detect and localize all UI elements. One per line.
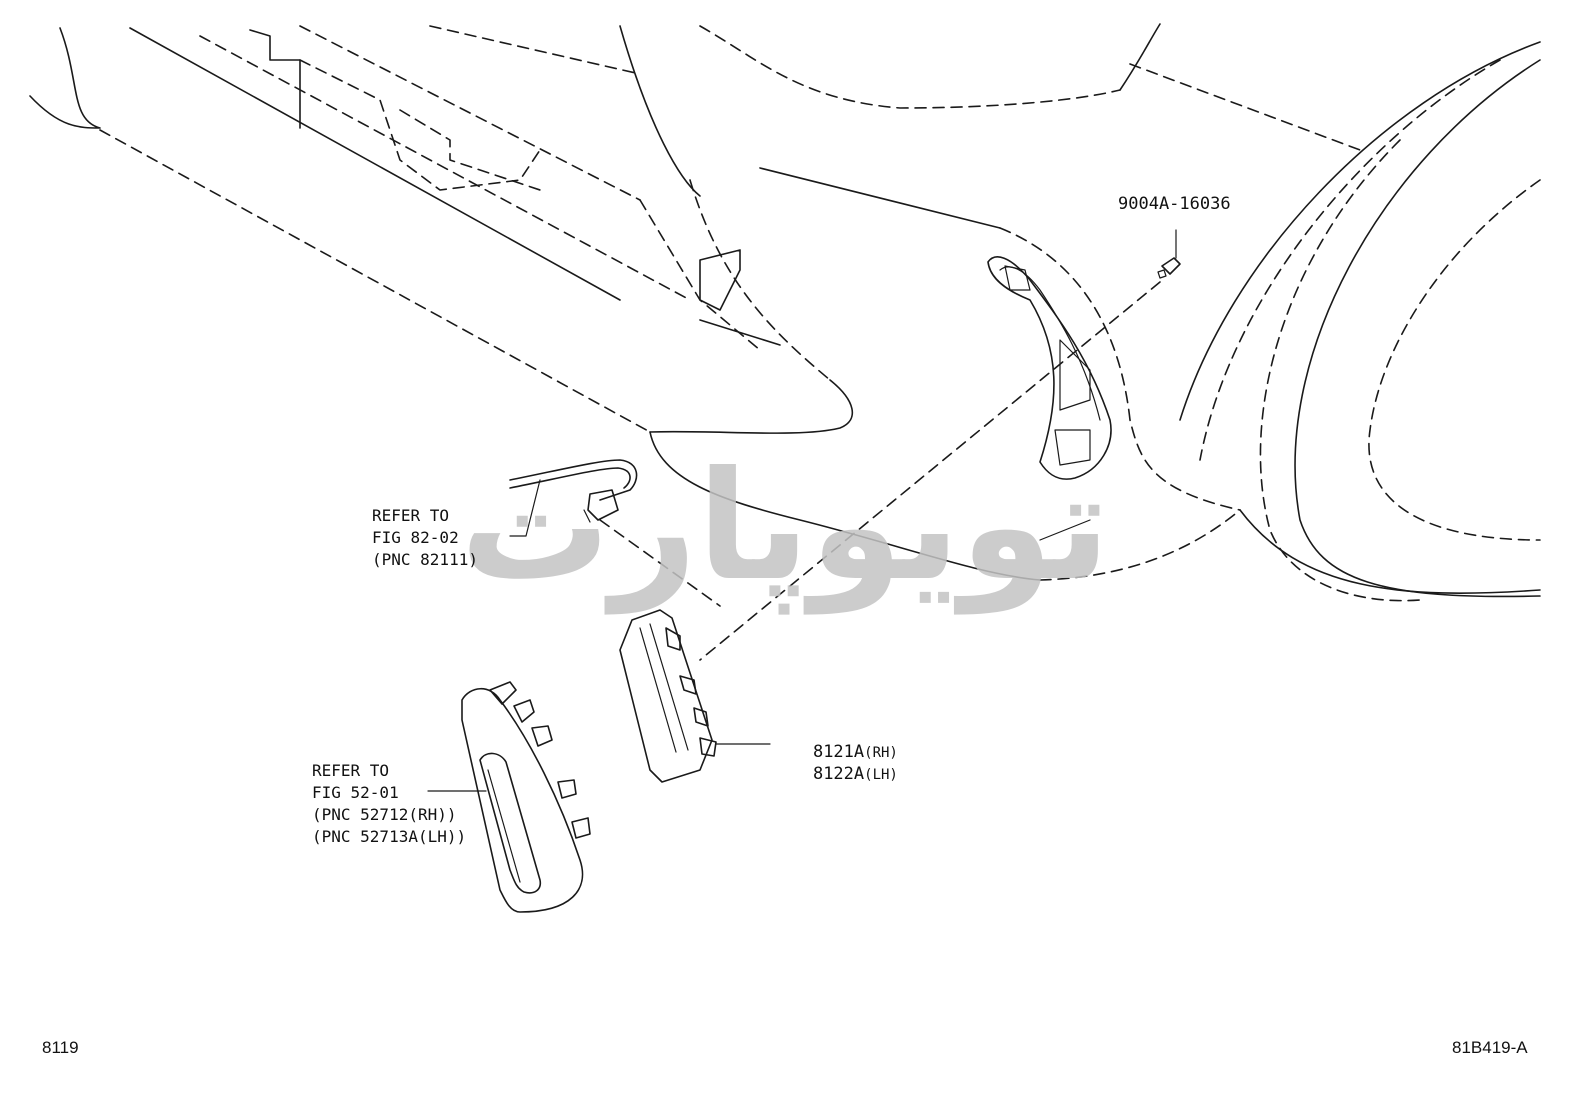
side-marker-lamp: [619, 609, 771, 783]
wheel-arch: [1179, 41, 1541, 602]
fender-lines: [699, 23, 1361, 511]
wire-harness: [509, 459, 721, 607]
lamp-part-number-rh: 8121A(RH): [772, 722, 898, 782]
bumper-outline: [29, 25, 1541, 594]
illustration-id: 81B419-A: [1452, 1038, 1528, 1057]
bezel-refer-line1: REFER TO: [312, 761, 390, 780]
lamp-side-lh: (LH): [864, 767, 898, 783]
screw-part: [699, 229, 1181, 661]
wire-refer-line1: REFER TO: [372, 506, 450, 525]
screw-part-number: 9004A-16036: [1118, 194, 1231, 214]
lamp-side-rh: (RH): [864, 745, 898, 761]
bezel-refer-line4: (PNC 52713A(LH)): [312, 827, 467, 846]
watermark: تویوپارت: [460, 440, 1116, 614]
lamp-part-lh: 8122A: [812, 764, 865, 784]
front-bezel: [427, 681, 591, 913]
wire-refer-line2: FIG 82-02: [372, 528, 459, 547]
grille-details: [249, 29, 781, 351]
lamp-part-rh: 8121A: [812, 742, 865, 762]
wire-refer-line3: (PNC 82111): [372, 550, 478, 569]
figure-number: 8119: [42, 1038, 79, 1057]
lamp-part-number-lh: 8122A(LH): [772, 744, 898, 804]
bezel-refer-line2: FIG 52-01: [312, 783, 399, 802]
lamp-housing-recess: [987, 256, 1112, 541]
bezel-refer-line3: (PNC 52712(RH)): [312, 805, 457, 824]
